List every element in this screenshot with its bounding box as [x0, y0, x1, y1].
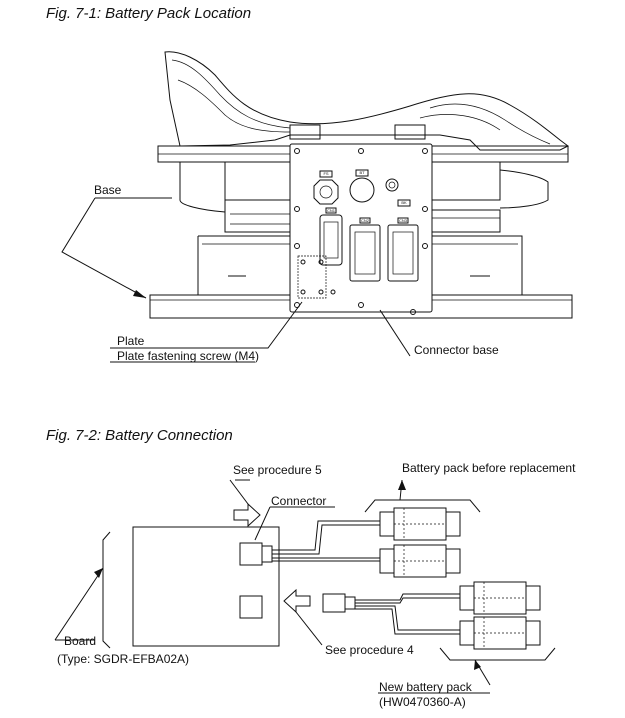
label-see-procedure-5: See procedure 5 — [233, 463, 322, 477]
label-pack-before: Battery pack before replacement — [402, 461, 576, 475]
label-plate-screw: Plate fastening screw (M4) — [117, 349, 260, 363]
arrow-left-icon — [283, 588, 311, 614]
board-connector-upper — [239, 542, 263, 566]
fig1-leaders — [61, 197, 411, 363]
tag-cn3: CN3 — [398, 218, 407, 223]
tag-fs: FS — [323, 171, 329, 176]
label-new-pack: New battery pack — [379, 680, 472, 694]
label-base: Base — [94, 183, 122, 197]
fig2-title: Fig. 7-2: Battery Connection — [46, 427, 233, 444]
tag-cn1: CN1 — [326, 208, 335, 213]
label-connector-base: Connector base — [414, 343, 499, 357]
tag-bt: BT — [359, 170, 365, 175]
new-battery-pack — [378, 581, 556, 694]
tag-cn2: CN2 — [360, 218, 369, 223]
label-board: Board — [64, 634, 97, 648]
arrow-right-icon — [233, 502, 261, 528]
tag-bk: BK — [401, 200, 407, 205]
label-plate: Plate — [117, 334, 145, 348]
fig2-drawing — [54, 479, 556, 694]
label-connector: Connector — [271, 494, 327, 508]
fig1-title: Fig. 7-1: Battery Pack Location — [46, 5, 252, 22]
connector-panel — [289, 143, 433, 315]
base-cylinder — [179, 162, 549, 233]
label-board-type: (Type: SGDR-EFBA02A) — [57, 652, 190, 666]
board-connector-lower — [239, 595, 263, 619]
robot-arm-body — [164, 51, 569, 151]
label-see-procedure-4: See procedure 4 — [325, 643, 414, 657]
board-bracket — [102, 531, 111, 649]
label-new-pack-part: (HW0470360-A) — [379, 695, 466, 709]
old-battery-pack — [364, 479, 481, 578]
